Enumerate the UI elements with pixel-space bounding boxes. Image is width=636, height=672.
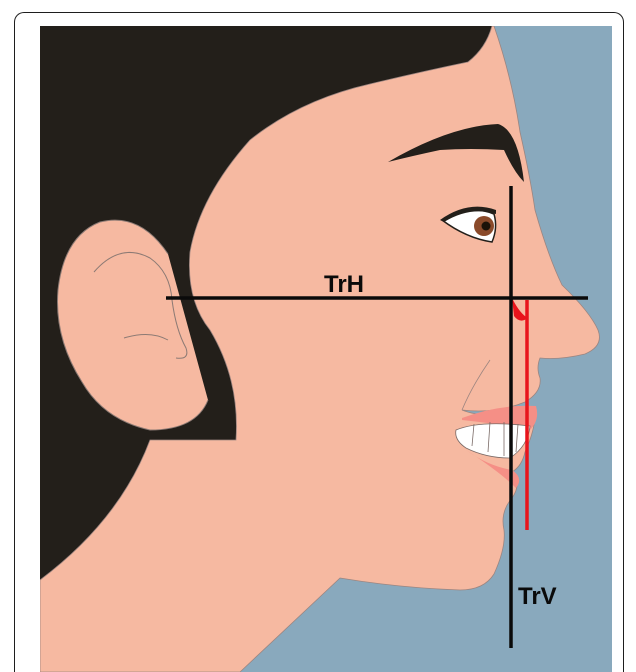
trh-label: TrH bbox=[324, 271, 364, 298]
trv-label: TrV bbox=[518, 583, 557, 610]
